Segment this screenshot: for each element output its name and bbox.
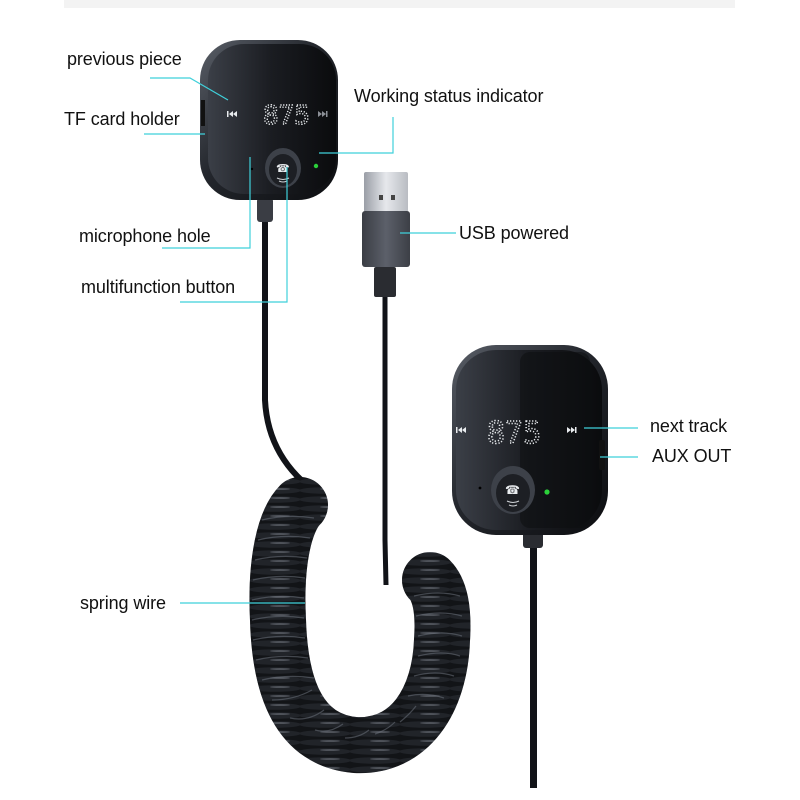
previous-track-icon [227,111,237,117]
usb-cable [382,296,389,586]
label-working-status-indicator: Working status indicator [354,86,544,106]
callout-lines [144,77,638,604]
bottom-device: 875 ☎ [452,345,608,535]
phone-call-icon: ☎ [505,483,520,497]
top-device: 875 ☎ [200,40,338,200]
microphone-hole [478,486,482,490]
next-track-icon [567,427,577,433]
top-border-bar [64,0,735,8]
display-frequency: 875 [487,416,541,451]
working-status-led [544,489,550,495]
usb-plug [362,172,410,297]
callout-line-previous-piece [150,77,229,101]
microphone-hole [250,167,254,171]
bottom-device-cable [523,528,543,788]
label-tf-card-holder: TF card holder [64,109,180,129]
callout-line-microphone-hole [162,157,251,249]
label-previous-piece: previous piece [67,49,182,69]
callout-line-multifunction-button [180,167,288,303]
label-aux-out: AUX OUT [652,446,732,466]
display-frequency: 875 [263,101,310,131]
next-track-icon [318,111,328,117]
label-multifunction-button: multifunction button [81,277,236,297]
previous-track-icon [456,427,466,433]
spring-wire-coil [249,477,471,774]
working-status-led [313,163,319,169]
label-next-track: next track [650,416,728,436]
label-usb-powered: USB powered [459,223,569,243]
top-device-cable [257,198,322,498]
callout-line-working-status [319,117,394,154]
phone-call-icon: ☎ [276,163,290,175]
label-spring-wire: spring wire [80,593,166,613]
label-microphone-hole: microphone hole [79,226,211,246]
